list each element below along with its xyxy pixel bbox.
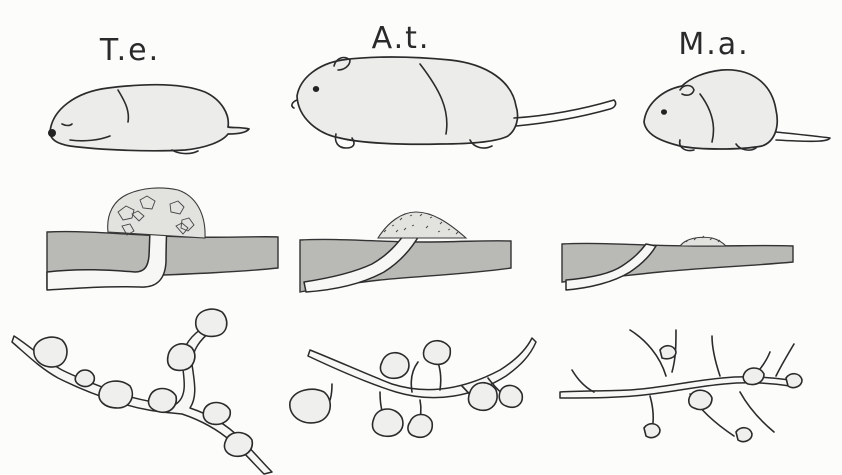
- burrow-plan-at: [290, 338, 536, 437]
- burrow-profile-at: [300, 212, 511, 292]
- mound-at: [378, 212, 466, 238]
- burrow-profile-te: [47, 188, 278, 290]
- burrow-profile-ma: [562, 236, 793, 290]
- animal-at-drawing: [292, 57, 616, 148]
- animal-te-drawing: [48, 85, 249, 154]
- animal-ma-drawing: [644, 70, 830, 151]
- burrow-plan-te: [12, 309, 272, 474]
- burrow-plan-ma: [560, 330, 802, 442]
- mound-te: [108, 188, 205, 238]
- mound-ma: [680, 236, 726, 246]
